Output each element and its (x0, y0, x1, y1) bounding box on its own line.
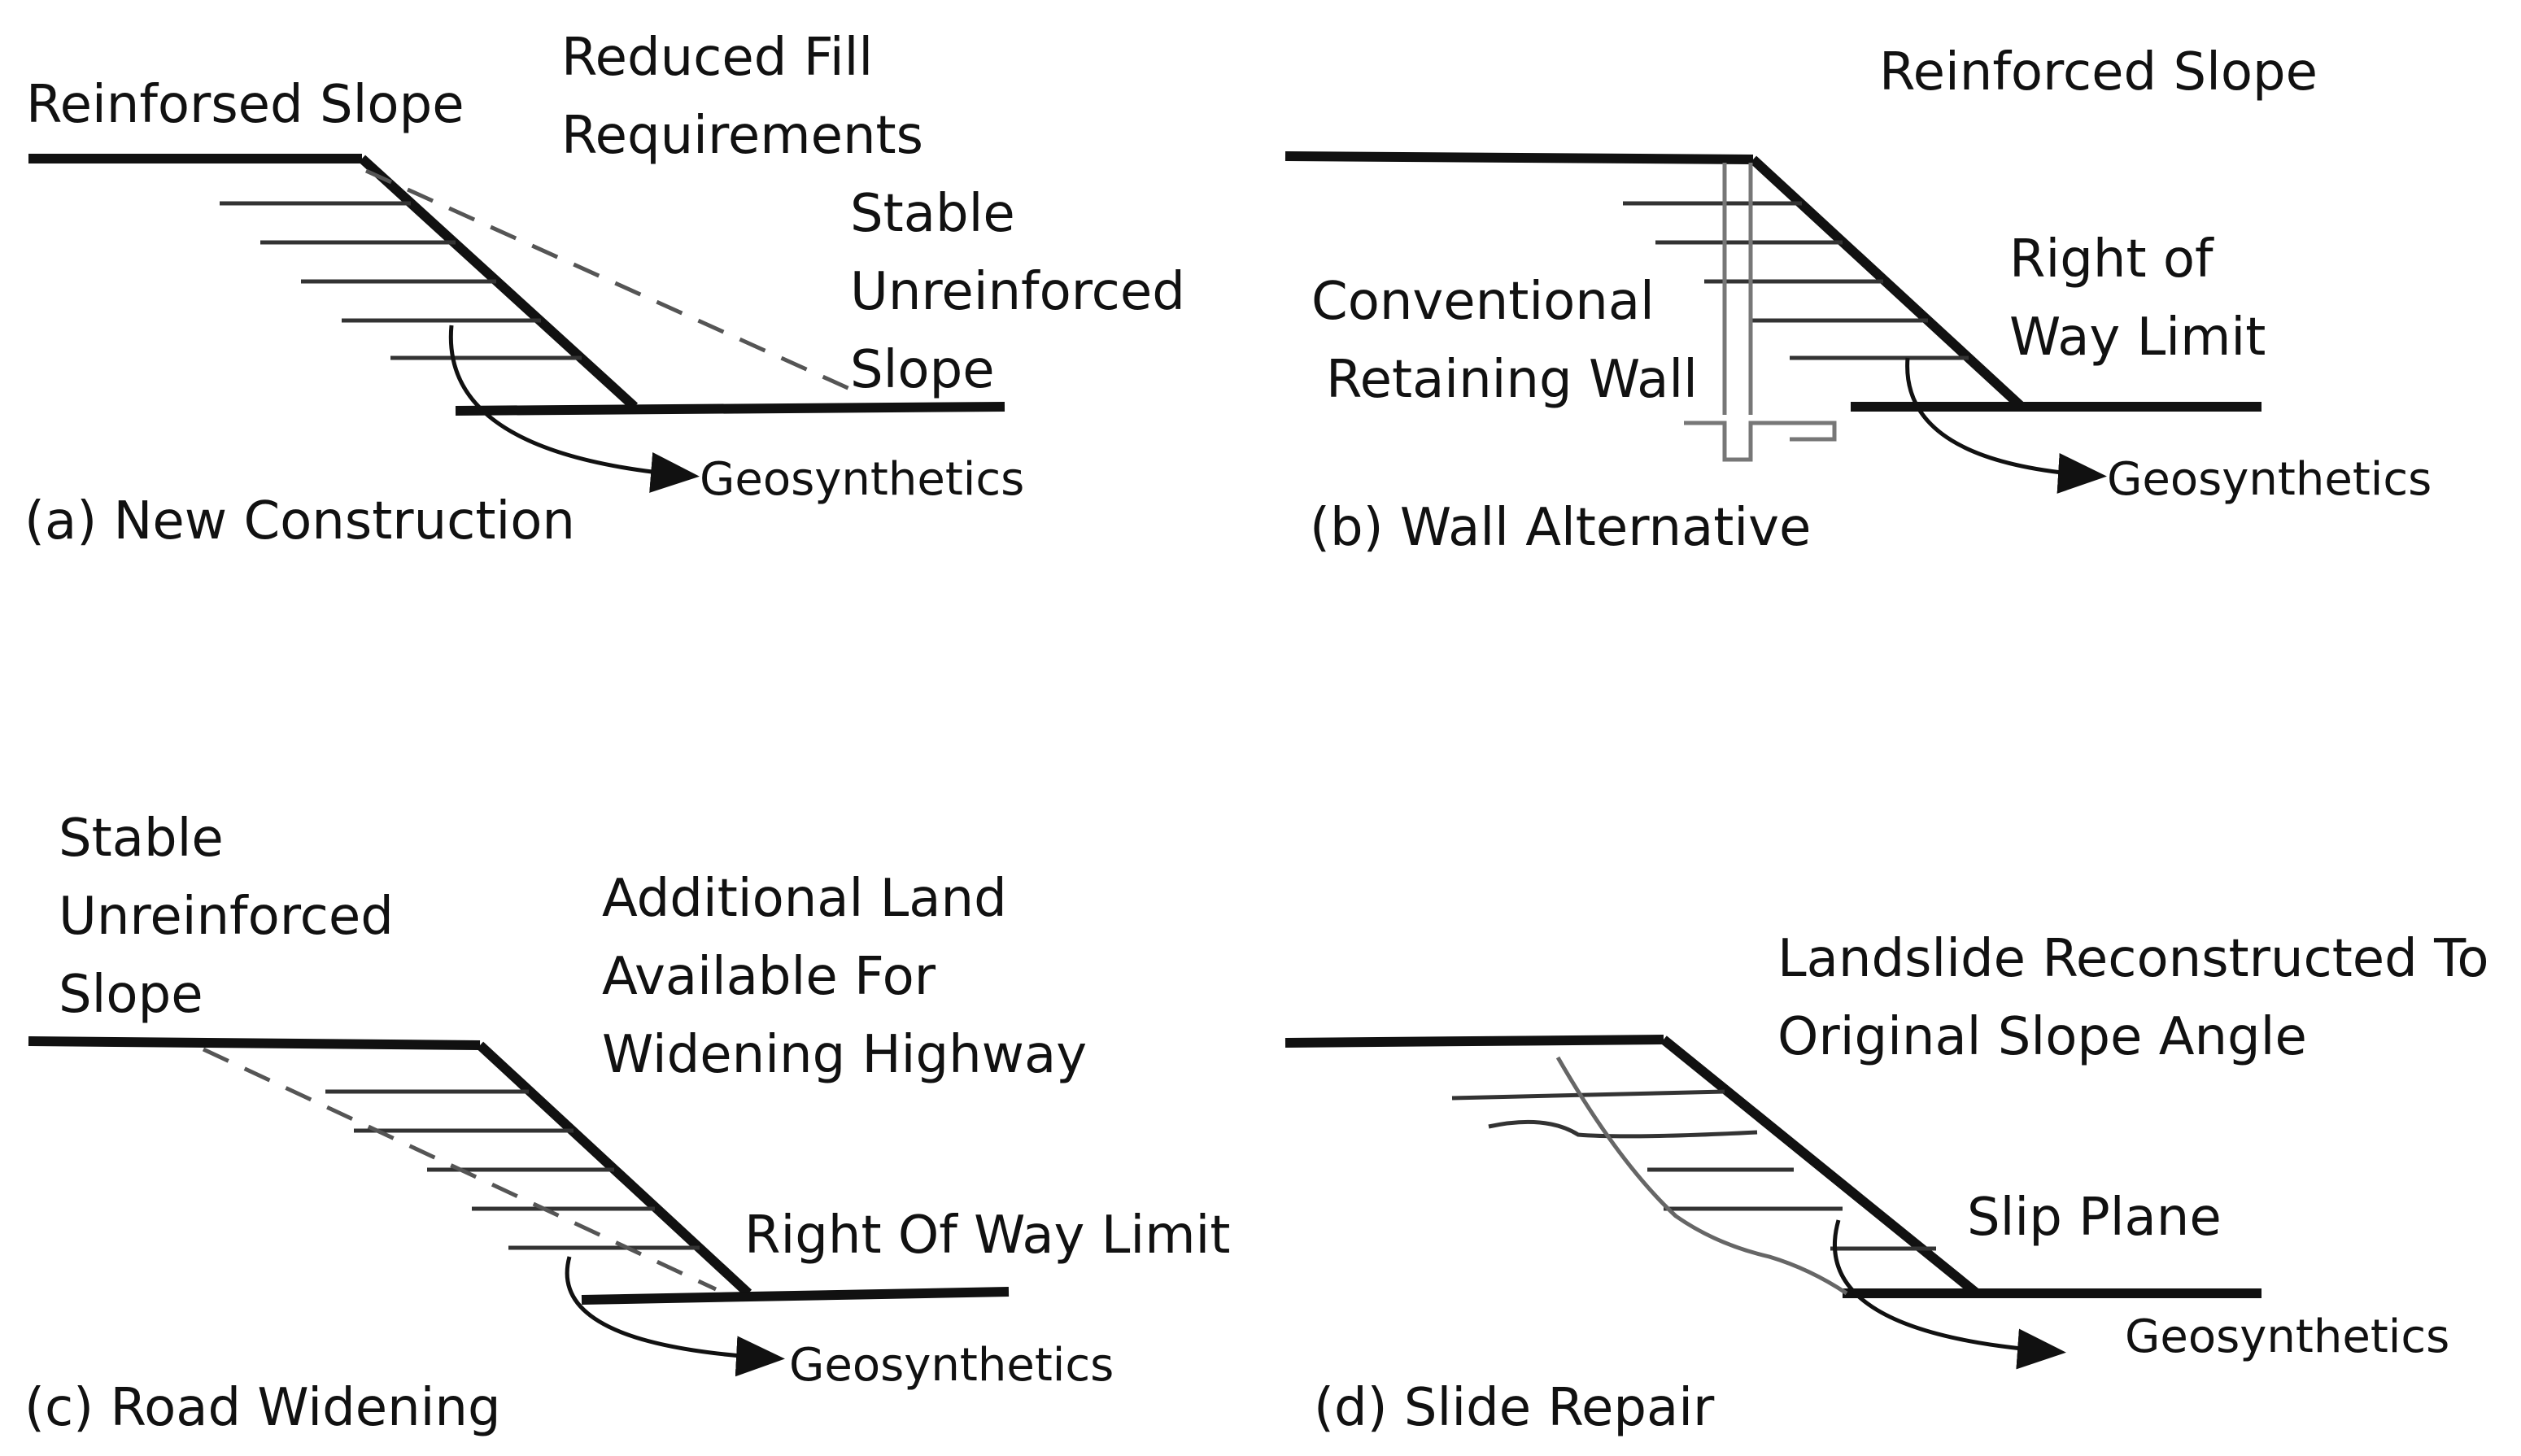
panel-a-caption: (a) New Construction (24, 491, 575, 551)
panel-a-stable-label-2: Unreinforced (850, 262, 1185, 322)
panel-b-top-ground (1284, 151, 1754, 164)
panel-b-geosynthetic-layers (1623, 201, 1969, 360)
panel-c-bottom-ground (581, 1287, 1010, 1305)
panel-c-geosynthetics-arrow (565, 1256, 785, 1377)
panel-b-geosynthetics-arrow (1905, 357, 2107, 494)
panel-a-reinforced-slope-label: Reinforsed Slope (26, 75, 465, 135)
panel-a-geosynthetic-layers (220, 201, 582, 360)
panel-a-reduced-fill-label-2: Requirements (561, 106, 923, 166)
panel-b-retaining-wall (1684, 163, 1837, 462)
panel-c-stable-label-1: Stable (59, 809, 224, 869)
panel-c-caption: (c) Road Widening (24, 1378, 501, 1438)
panel-c-stable-label-2: Unreinforced (59, 887, 394, 947)
panel-a-geosynthetics-label: Geosynthetics (700, 453, 1024, 506)
panel-d-geosynthetics-label: Geosynthetics (2125, 1310, 2449, 1363)
panel-b-caption: (b) Wall Alternative (1310, 498, 1811, 558)
panel-c-unreinforced-slope-line (202, 1047, 717, 1292)
panel-c-geosynthetics-label: Geosynthetics (789, 1339, 1114, 1392)
panel-c-right-of-way-label: Right Of Way Limit (744, 1205, 1230, 1266)
panel-d-slip-plane-label: Slip Plane (1967, 1188, 2222, 1248)
panel-c-additional-land-label-3: Widening Highway (602, 1025, 1087, 1085)
panel-b-retaining-wall-label-2: Retaining Wall (1326, 350, 1698, 410)
panel-d-slip-plane-line (1555, 1056, 1848, 1296)
panel-a-geosynthetics-arrow (448, 325, 700, 493)
panel-d-geosynthetics-arrow (1833, 1219, 2066, 1370)
panel-a-stable-label-3: Slope (850, 340, 995, 400)
panel-b-reinforced-slope-label: Reinforced Slope (1879, 42, 2318, 102)
panel-b-right-of-way-label-1: Right of (2009, 229, 2214, 290)
panel-b-geosynthetics-label: Geosynthetics (2107, 453, 2432, 506)
panel-a-bottom-ground (455, 402, 1005, 416)
panel-b-wall-alternative: Reinforced Slope Right of Way Limit Conv… (1284, 42, 2432, 558)
panel-a-new-construction: Reinforsed Slope Reduced Fill Requiremen… (24, 28, 1185, 551)
panel-a-slope-face (358, 155, 639, 411)
panel-d-top-ground (1284, 1035, 1664, 1048)
panel-c-road-widening: Stable Unreinforced Slope Additional Lan… (24, 809, 1230, 1438)
panel-c-stable-label-3: Slope (59, 965, 203, 1025)
panel-c-additional-land-label-2: Available For (602, 947, 936, 1007)
panel-a-stable-label-1: Stable (850, 184, 1015, 244)
panel-a-reduced-fill-label-1: Reduced Fill (561, 28, 873, 88)
panel-d-geosynthetic-layers (1451, 1089, 1936, 1251)
panel-d-slope-face (1660, 1035, 1980, 1297)
panel-b-slope-face (1749, 155, 2026, 411)
panel-d-slide-repair: Landslide Reconstructed To Original Slop… (1284, 929, 2489, 1438)
panel-b-retaining-wall-label-1: Conventional (1311, 272, 1655, 332)
panel-b-right-of-way-label-2: Way Limit (2009, 307, 2266, 368)
panel-d-caption: (d) Slide Repair (1314, 1378, 1715, 1438)
panel-c-top-ground (28, 1036, 481, 1050)
panel-c-geosynthetic-layers (325, 1089, 700, 1250)
panel-d-landslide-label-2: Original Slope Angle (1777, 1007, 2307, 1067)
panel-d-landslide-label-1: Landslide Reconstructed To (1777, 929, 2489, 989)
panel-c-additional-land-label-1: Additional Land (602, 869, 1007, 929)
